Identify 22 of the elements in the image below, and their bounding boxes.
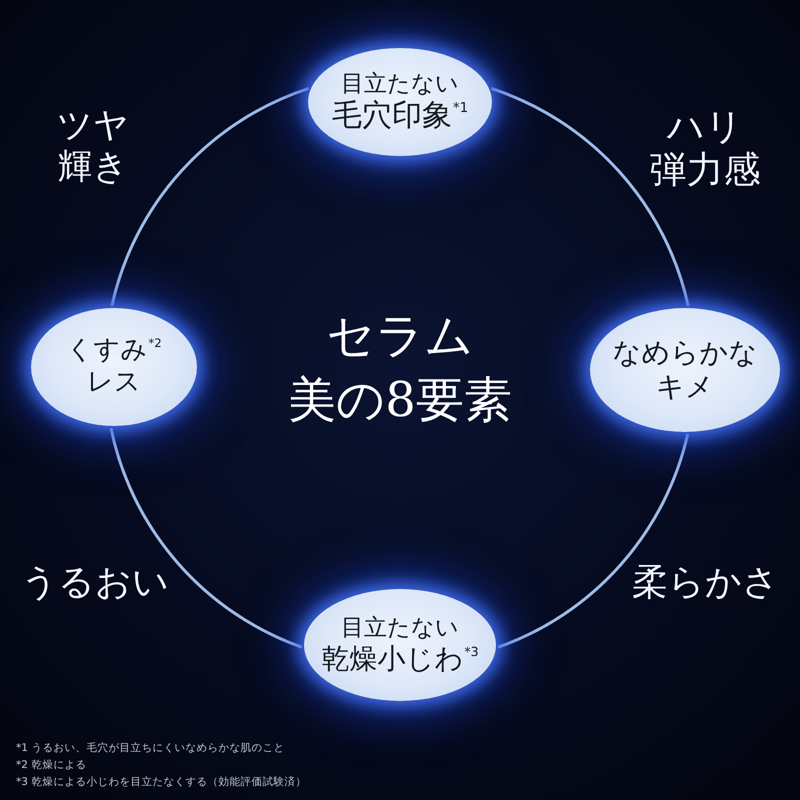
oval-node — [590, 308, 780, 432]
ring-arc-line — [498, 434, 690, 649]
oval-node — [31, 308, 197, 426]
node-label: 毛穴印象$^{*1}$ — [332, 98, 468, 134]
feature-label: うるおい — [21, 562, 169, 604]
center-title: セラム美の8要素 — [287, 307, 513, 430]
node-label: 目立たない — [341, 614, 459, 642]
feature-label: 柔らかさ — [632, 562, 779, 604]
ring-arc-line — [490, 87, 690, 306]
footnote: *3 乾燥による小じわを目立たなくする（効能評価試験済） — [16, 776, 306, 789]
feature-label: ツヤ輝き — [56, 106, 130, 188]
oval-node — [304, 589, 496, 701]
footnote: *2 乾燥による — [16, 759, 86, 772]
feature-label: ハリ弾力感 — [648, 106, 762, 192]
ring-arc-line — [110, 428, 302, 649]
node-label: くすみ$^{*2}$レス — [65, 335, 163, 399]
node-label: 乾燥小じわ$^{*3}$ — [321, 642, 479, 676]
oval-node — [308, 48, 492, 156]
ring-arc-line — [110, 87, 310, 306]
footnote: *1 うるおい、毛穴が目立ちにくいなめらかな肌のこと — [16, 742, 284, 755]
node-label: なめらかなキメ — [611, 336, 758, 404]
node-label: 目立たない — [341, 70, 459, 98]
